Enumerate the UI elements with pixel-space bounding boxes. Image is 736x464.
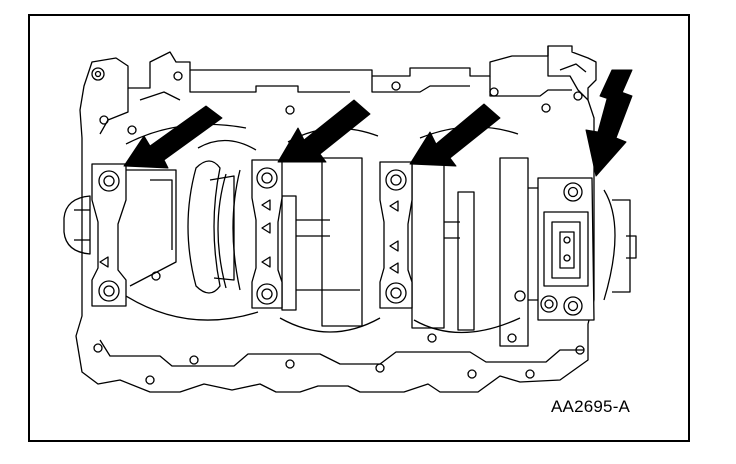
block-bolt-holes [91,67,585,385]
arrow-cap-4 [585,87,633,177]
arrow-cap-3 [409,103,501,167]
figure-id-label: AA2695-A [551,397,631,416]
arrow-cap-2 [277,99,371,163]
cylinder-bores [125,123,521,334]
main-bearing-cap-1 [91,163,127,307]
main-bearing-cap-4 [537,177,595,321]
pointer-arrows [123,69,633,177]
engine-block-outline [75,45,597,393]
main-bearing-cap-3 [379,161,413,309]
arrow-cap-1 [123,105,223,169]
crankshaft [63,157,637,347]
main-bearing-cap-2 [251,159,283,309]
